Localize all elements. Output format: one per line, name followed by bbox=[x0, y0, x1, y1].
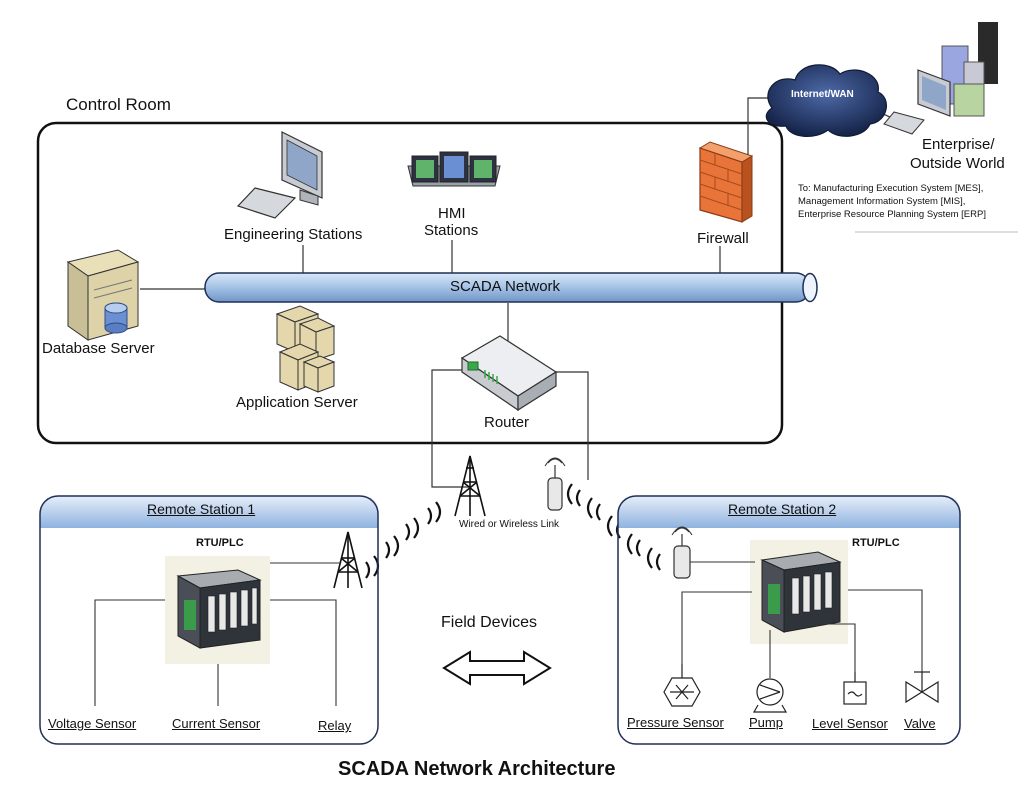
enterprise-label-line1: Enterprise/ bbox=[922, 136, 995, 153]
enterprise-note-line3: Enterprise Resource Planning System [ERP… bbox=[798, 209, 986, 220]
rtu-plc-2-icon bbox=[750, 540, 848, 644]
rtu-plc-1-label: RTU/PLC bbox=[196, 537, 244, 549]
pump-label: Pump bbox=[749, 715, 783, 730]
relay-label: Relay bbox=[318, 718, 352, 733]
database-server-icon bbox=[66, 249, 140, 341]
internet-cloud-icon bbox=[765, 64, 887, 137]
link-label: Wired or Wireless Link bbox=[459, 519, 560, 530]
rtu-plc-2-label: RTU/PLC bbox=[852, 537, 900, 549]
remote-station-1-title: Remote Station 1 bbox=[147, 501, 256, 517]
remote-2-antenna-icon bbox=[671, 526, 693, 579]
hmi-label-line1: HMI bbox=[438, 205, 466, 222]
application-server-label: Application Server bbox=[236, 394, 358, 411]
internet-wan-label: Internet/WAN bbox=[791, 89, 854, 100]
signal-waves bbox=[365, 483, 661, 579]
hmi-label-line2: Stations bbox=[424, 222, 479, 239]
enterprise-note-line1: To: Manufacturing Execution System [MES]… bbox=[798, 183, 984, 194]
level-sensor-label: Level Sensor bbox=[812, 716, 888, 731]
bidirectional-arrow-icon bbox=[442, 650, 552, 686]
valve-icon bbox=[905, 671, 939, 704]
scada-network-pipe bbox=[204, 272, 818, 303]
level-sensor-icon bbox=[843, 672, 867, 705]
remote-2-connectors bbox=[681, 561, 923, 678]
enterprise-icon bbox=[883, 22, 998, 135]
router-icon bbox=[460, 335, 558, 412]
enterprise-label-line2: Outside World bbox=[910, 155, 1005, 172]
enterprise-note-line2: Management Information System [MIS], bbox=[798, 196, 966, 207]
database-server-label: Database Server bbox=[42, 340, 155, 357]
tower-antenna-icon bbox=[454, 455, 486, 517]
pump-icon bbox=[752, 678, 788, 713]
wireless-antenna-icon bbox=[544, 457, 566, 511]
hmi-stations-icon bbox=[407, 151, 501, 187]
pressure-sensor-icon bbox=[663, 664, 701, 707]
engineering-station-icon bbox=[236, 131, 323, 219]
router-label: Router bbox=[484, 414, 530, 431]
scada-network-label: SCADA Network bbox=[450, 278, 561, 295]
voltage-sensor-label: Voltage Sensor bbox=[48, 716, 137, 731]
remote-station-2-title: Remote Station 2 bbox=[728, 501, 837, 517]
remote-station-2-box bbox=[617, 495, 961, 745]
pressure-sensor-label: Pressure Sensor bbox=[627, 715, 724, 730]
diagram-title: SCADA Network Architecture bbox=[338, 758, 616, 780]
current-sensor-label: Current Sensor bbox=[172, 716, 261, 731]
firewall-label: Firewall bbox=[697, 230, 749, 247]
application-server-icon bbox=[275, 305, 336, 393]
firewall-icon bbox=[698, 141, 754, 223]
remote-station-1-box bbox=[39, 495, 379, 745]
engineering-stations-label: Engineering Stations bbox=[224, 226, 363, 243]
remote-1-connectors bbox=[94, 562, 340, 706]
field-devices-label: Field Devices bbox=[441, 614, 538, 631]
remote-1-tower-icon bbox=[333, 531, 363, 589]
rtu-plc-1-icon bbox=[165, 556, 270, 664]
valve-label: Valve bbox=[904, 716, 936, 731]
control-room-title: Control Room bbox=[66, 95, 171, 114]
